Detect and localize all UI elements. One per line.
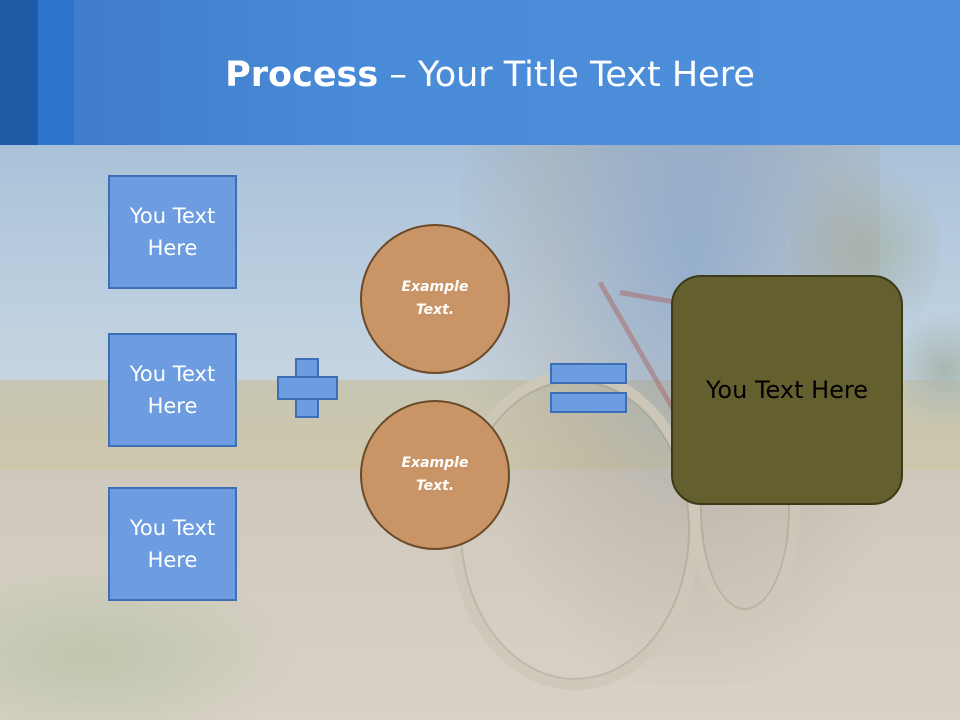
header-band: Process – Your Title Text Here <box>0 0 960 145</box>
background-wheel <box>450 370 700 690</box>
slide-title-bold: Process <box>225 55 379 95</box>
text-box-label: You Text Here <box>129 362 216 418</box>
equals-top-bar <box>550 363 627 384</box>
circle-label: Example Text. <box>401 279 469 318</box>
slide-title: Process – Your Title Text Here <box>74 50 906 100</box>
text-box-label: You Text Here <box>129 204 216 260</box>
text-box-label: You Text Here <box>129 516 216 572</box>
example-circle-1: Example Text. <box>360 224 510 374</box>
slide-title-rest: – Your Title Text Here <box>378 55 755 95</box>
header-accent-stripe <box>38 0 74 145</box>
equals-bottom-bar <box>550 392 627 413</box>
result-label: You Text Here <box>705 376 869 404</box>
circle-label: Example Text. <box>401 455 469 494</box>
header-accent-stripe <box>0 0 38 145</box>
result-box: You Text Here <box>671 275 903 505</box>
plus-center <box>297 378 317 398</box>
text-box-1: You Text Here <box>108 175 237 289</box>
text-box-3: You Text Here <box>108 487 237 601</box>
text-box-2: You Text Here <box>108 333 237 447</box>
example-circle-2: Example Text. <box>360 400 510 550</box>
